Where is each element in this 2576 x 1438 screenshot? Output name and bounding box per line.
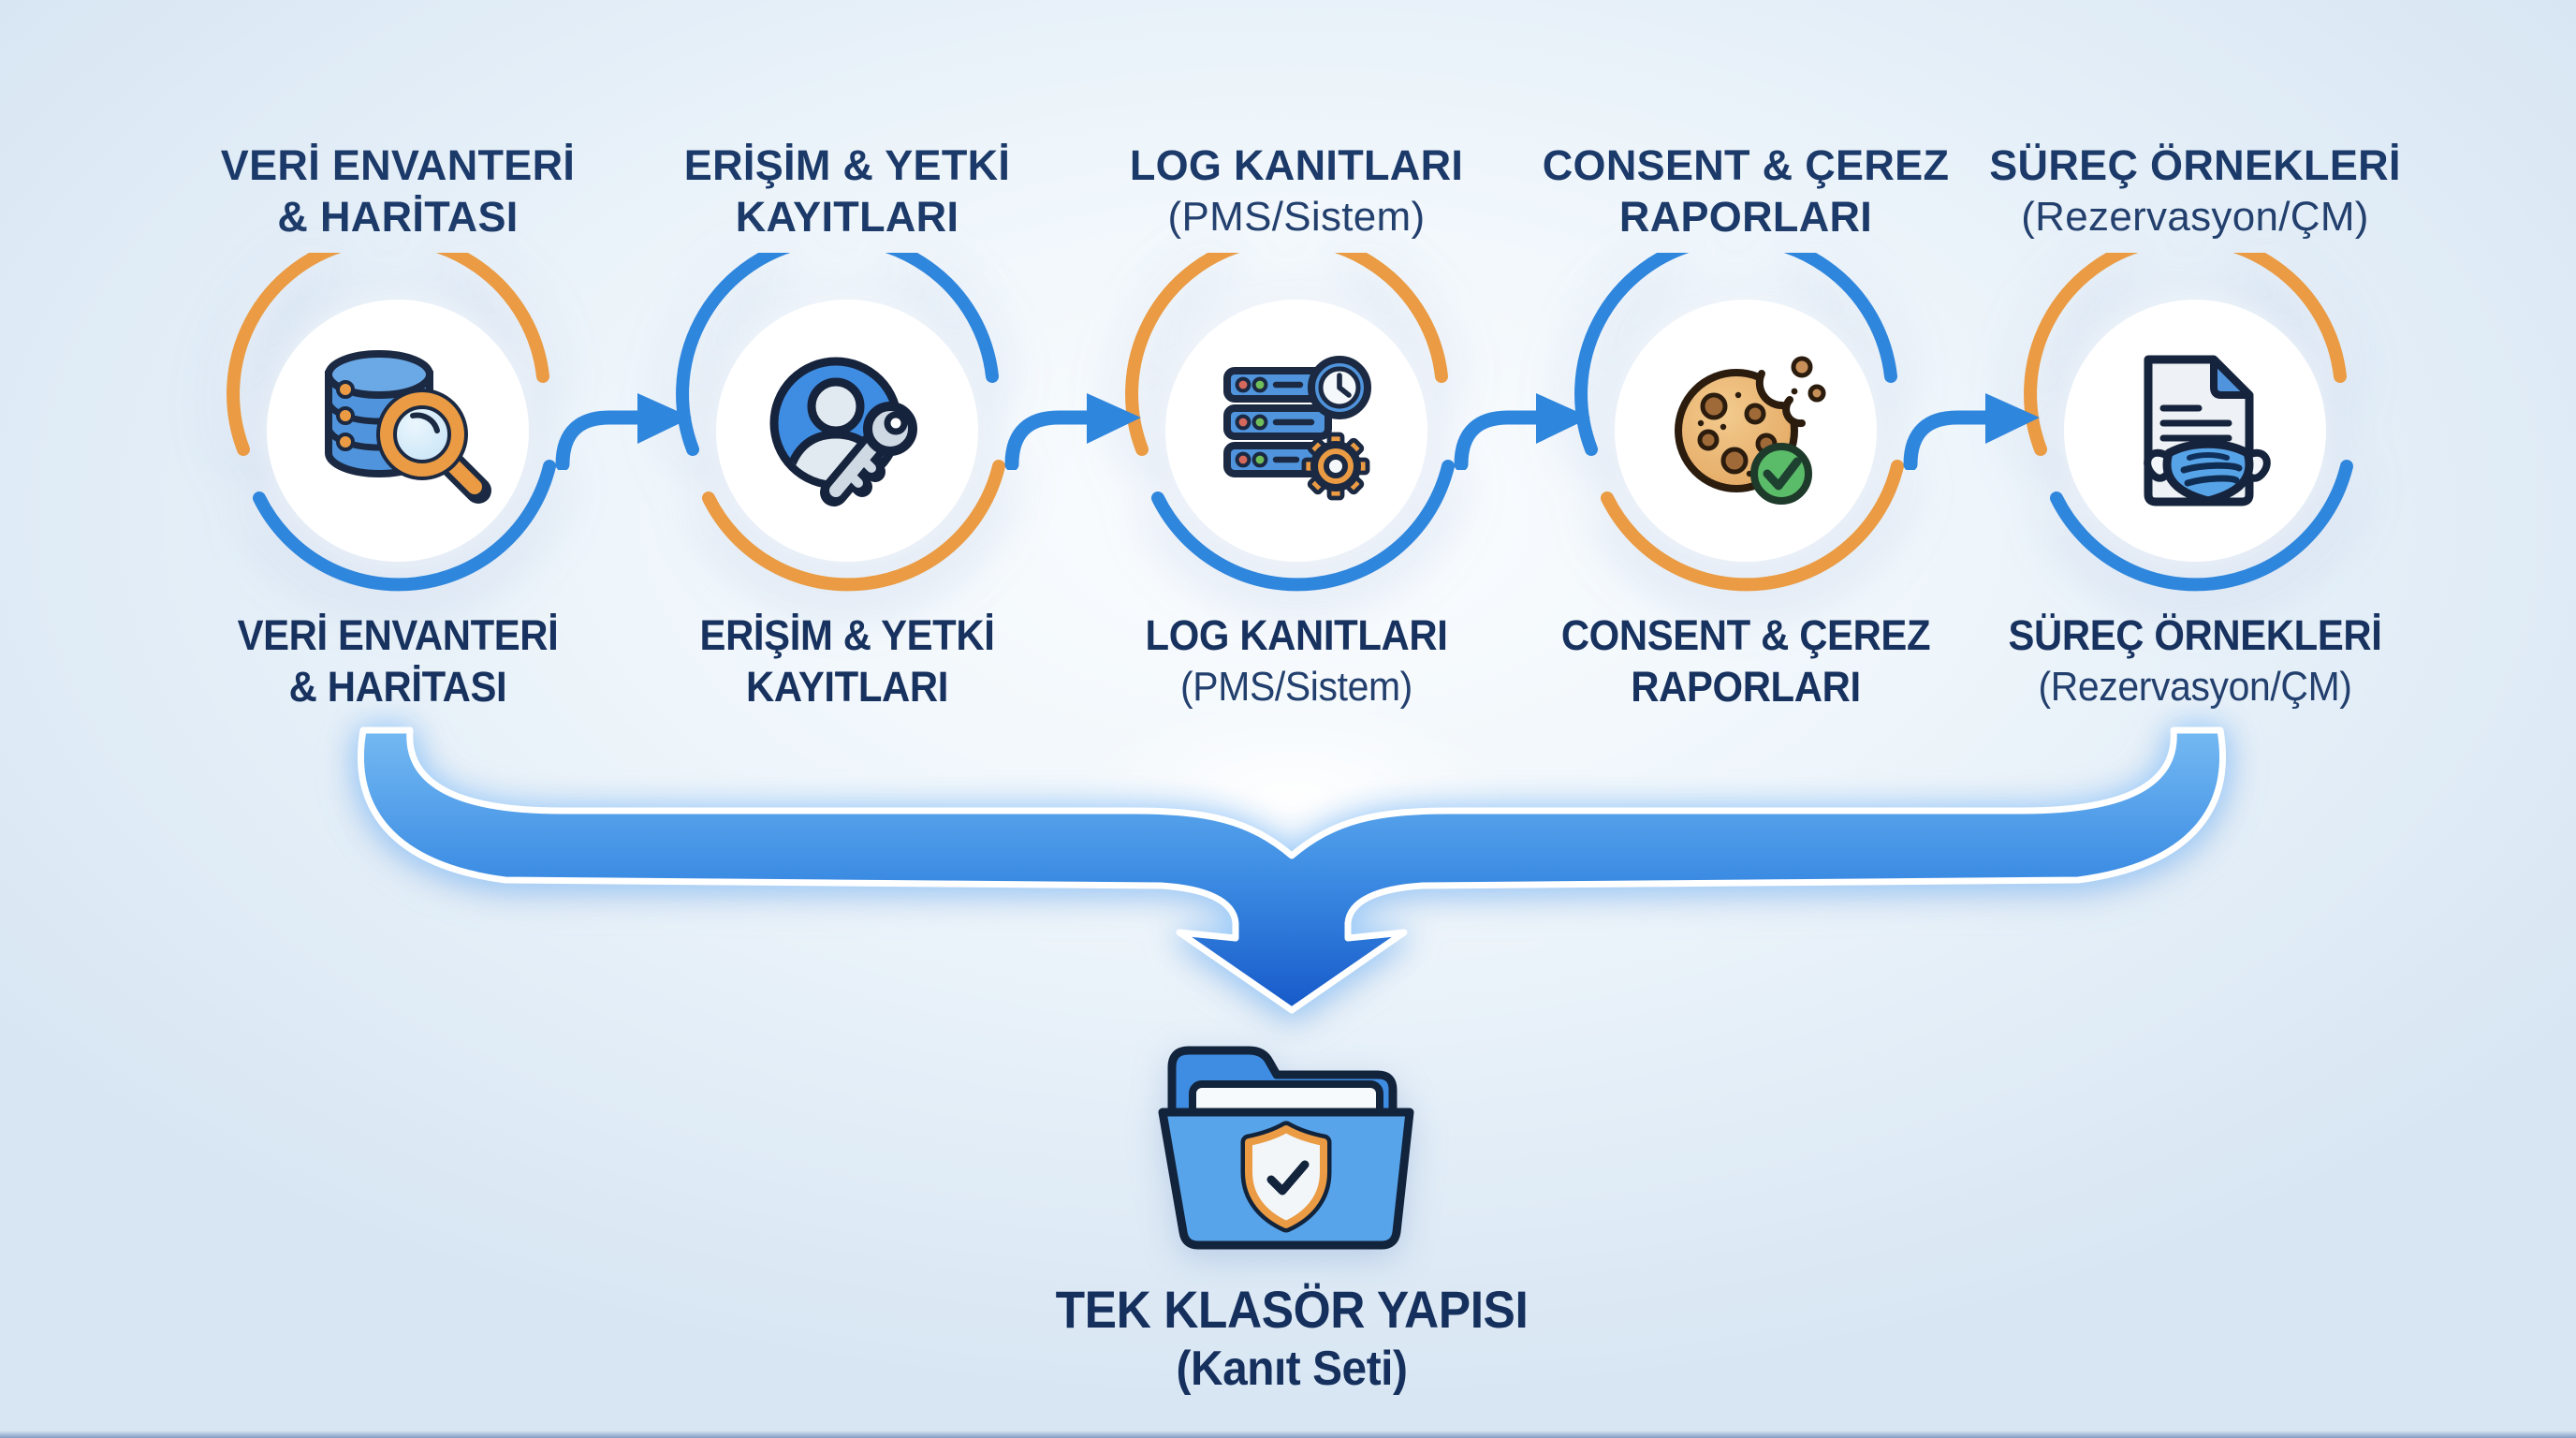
stage-label-line: LOG KANITLARI bbox=[1145, 611, 1448, 659]
stage-label-line: KAYITLARI bbox=[735, 192, 959, 241]
stage-label-line: RAPORLARI bbox=[1618, 192, 1873, 241]
server-clock-gear-icon bbox=[1125, 253, 1455, 592]
stage-bottom-label-1: VERİ ENVANTERİ & HARİTASI bbox=[163, 610, 633, 713]
output-title-line1: TEK KLASÖR YAPISI bbox=[1055, 1280, 1529, 1339]
stage-label-line: RAPORLARI bbox=[1631, 662, 1861, 711]
stage-top-label-1: VERİ ENVANTERİ & HARİTASI bbox=[145, 140, 651, 243]
output-title-line2: (Kanıt Seti) bbox=[1176, 1342, 1408, 1397]
stage-label-line: SÜREÇ ÖRNEKLERİ bbox=[1989, 141, 2401, 189]
stage-label-line: & HARİTASI bbox=[277, 192, 519, 241]
user-key-icon bbox=[676, 253, 1005, 592]
stage-label-line: ERİŞİM & YETKİ bbox=[683, 141, 1011, 189]
stage-top-label-3: LOG KANITLARI (PMS/Sistem) bbox=[1044, 140, 1549, 242]
database-search-icon bbox=[227, 253, 556, 592]
stage-label-line: SÜREÇ ÖRNEKLERİ bbox=[2008, 611, 2382, 659]
flow-arrow-1 bbox=[555, 393, 692, 470]
flow-arrow-4 bbox=[1903, 393, 2040, 470]
stage-label-line: (Rezervasyon/ÇM) bbox=[2021, 193, 2369, 240]
stage-bottom-label-2: ERİŞİM & YETKİ KAYITLARI bbox=[612, 610, 1082, 713]
stage-bottom-label-4: CONSENT & ÇEREZ RAPORLARI bbox=[1511, 610, 1981, 713]
bottom-edge-shade bbox=[0, 1431, 2576, 1438]
stage-label-line: & HARİTASI bbox=[288, 662, 507, 711]
output-title: TEK KLASÖR YAPISI (Kanıt Seti) bbox=[1025, 1279, 1559, 1398]
document-mask-icon bbox=[2024, 253, 2353, 592]
stage-top-label-2: ERİŞİM & YETKİ KAYITLARI bbox=[594, 140, 1100, 243]
stage-label-line: LOG KANITLARI bbox=[1129, 141, 1464, 189]
stage-top-label-5: SÜREÇ ÖRNEKLERİ (Rezervasyon/ÇM) bbox=[1942, 140, 2448, 242]
stage-top-label-4: CONSENT & ÇEREZ RAPORLARI bbox=[1493, 140, 1998, 243]
funnel-arrow bbox=[358, 726, 2226, 1014]
flow-arrow-3 bbox=[1454, 393, 1590, 470]
stage-label-line: VERİ ENVANTERİ bbox=[237, 611, 559, 659]
stage-bottom-label-5: SÜREÇ ÖRNEKLERİ (Rezervasyon/ÇM) bbox=[1960, 610, 2430, 712]
stage-label-line: CONSENT & ÇEREZ bbox=[1542, 141, 1950, 189]
cookie-check-icon bbox=[1574, 253, 1904, 592]
folder-shield-icon bbox=[1158, 1046, 1414, 1250]
stage-label-line: CONSENT & ÇEREZ bbox=[1560, 611, 1931, 659]
stage-label-line: ERİŞİM & YETKİ bbox=[699, 611, 995, 659]
stage-label-line: VERİ ENVANTERİ bbox=[220, 141, 576, 189]
stage-label-line: KAYITLARI bbox=[745, 662, 948, 711]
stage-label-line: (Rezervasyon/ÇM) bbox=[2038, 663, 2352, 710]
stage-label-line: (PMS/Sistem) bbox=[1167, 193, 1426, 240]
flow-arrow-2 bbox=[1004, 393, 1141, 470]
